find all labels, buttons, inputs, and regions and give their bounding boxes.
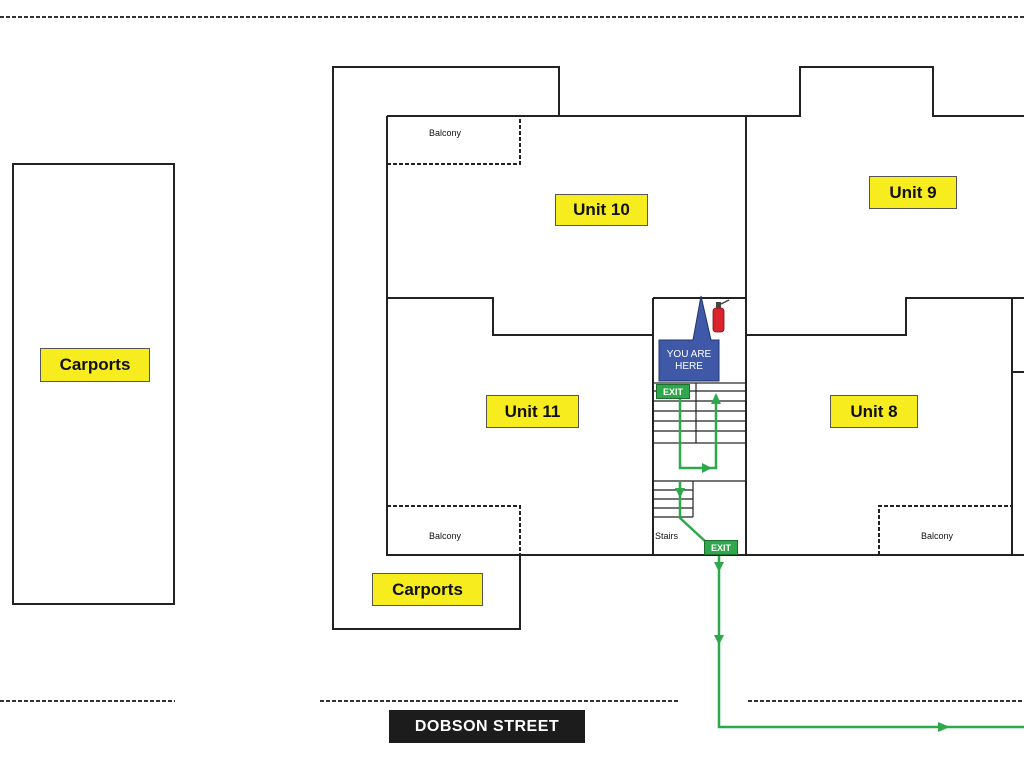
unit11-label: Unit 11: [486, 395, 579, 428]
balcony-top-outline: [387, 116, 521, 165]
unit10-label: Unit 10: [555, 194, 648, 226]
carport-left-outline: [12, 163, 175, 605]
you-are-here-marker-icon: [658, 295, 720, 382]
unit9-label: Unit 9: [869, 176, 957, 209]
balcony-bottom-right-label: Balcony: [921, 531, 954, 541]
carports-left-label: Carports: [40, 348, 150, 382]
exit-route-arrowheads: [675, 393, 950, 732]
carports-bottom-label: Carports: [372, 573, 483, 606]
unit9-top-wall: [746, 66, 1024, 117]
exit-route-arrow-icon: [678, 395, 1024, 729]
carport-structure-outline: [332, 66, 560, 630]
building-outline: [386, 116, 1024, 556]
wall-unit9-unit8: [746, 297, 1024, 336]
exit-sign-upper: EXIT: [656, 384, 690, 399]
balcony-bottom-left-outline: [387, 505, 521, 555]
stairs-label: Stairs: [655, 531, 679, 541]
street-name-sign: DOBSON STREET: [389, 710, 585, 743]
unit8-label: Unit 8: [830, 395, 918, 428]
balcony-bottom-left-label: Balcony: [429, 531, 462, 541]
fire-extinguisher-icon: [712, 299, 730, 333]
exit-sign-lower: EXIT: [704, 540, 738, 555]
balcony-top-label: Balcony: [429, 128, 462, 138]
wall-unit10-unit11: [387, 297, 653, 336]
you-are-here-label: YOU ARE HERE: [666, 349, 712, 372]
balcony-bottom-right-outline: [878, 505, 1012, 555]
stairs-lower: [653, 480, 746, 518]
